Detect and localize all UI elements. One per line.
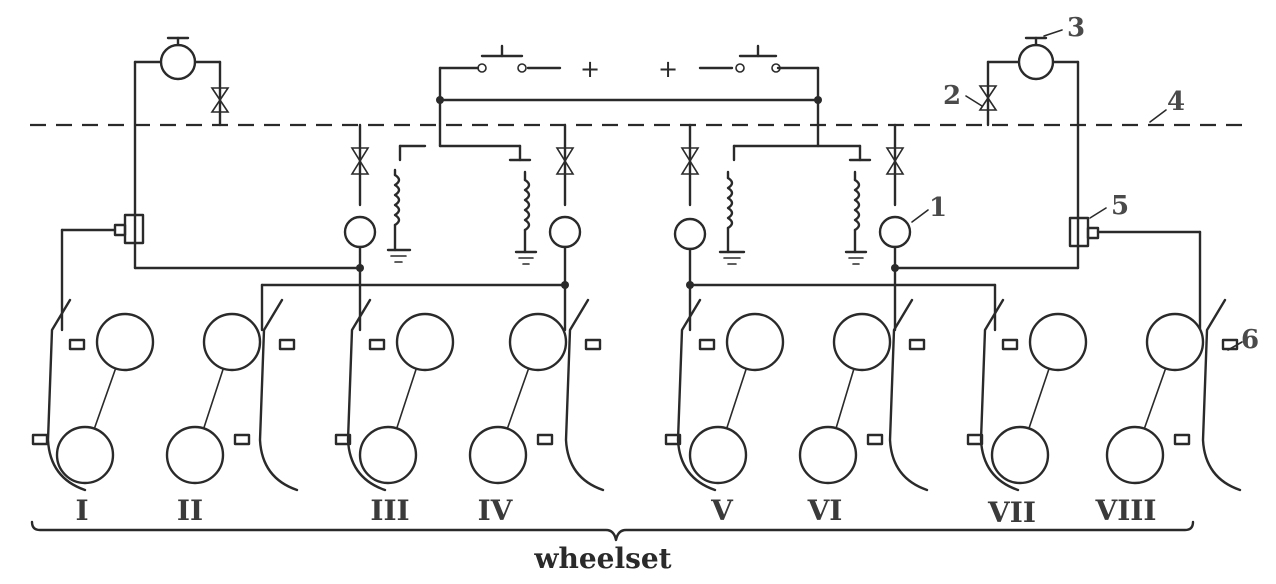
callout-6: 6 bbox=[1241, 325, 1259, 355]
wheel-bottom-2 bbox=[165, 425, 225, 485]
wheelset-label-4: IV bbox=[478, 494, 514, 527]
wheelset-label-2: II bbox=[177, 494, 203, 527]
sand-nozzle-top-4 bbox=[584, 338, 602, 351]
polarity-plus-left: + bbox=[580, 55, 600, 83]
wheel-top-4 bbox=[508, 312, 568, 372]
wheel-bottom-1 bbox=[55, 425, 115, 485]
sand-nozzle-top-6 bbox=[908, 338, 926, 351]
callout-5: 5 bbox=[1111, 191, 1129, 221]
sand-nozzle-bottom-2 bbox=[233, 433, 251, 446]
wheel-top-8 bbox=[1145, 312, 1205, 372]
callout-2: 2 bbox=[943, 81, 961, 111]
sand-nozzle-top-5 bbox=[698, 338, 716, 351]
wheelset-brace bbox=[30, 520, 1195, 542]
wheel-bottom-5 bbox=[688, 425, 748, 485]
wheelset-label-7: VII bbox=[987, 496, 1036, 529]
sand-nozzle-top-8 bbox=[1221, 338, 1239, 351]
epv-right-b bbox=[878, 123, 912, 332]
epv-right-a bbox=[673, 123, 707, 332]
wheel-top-3 bbox=[395, 312, 455, 372]
sand-pipe-5 bbox=[676, 298, 717, 492]
wheel-bottom-8 bbox=[1105, 425, 1165, 485]
wheel-bottom-3 bbox=[358, 425, 418, 485]
sand-pipe-6 bbox=[888, 298, 929, 492]
wheel-group-6 bbox=[798, 298, 929, 492]
wheelset-groups bbox=[31, 298, 1242, 492]
sand-nozzle-bottom-8 bbox=[1173, 433, 1191, 446]
sand-nozzle-bottom-4 bbox=[536, 433, 554, 446]
wheelset-label-6: VI bbox=[807, 494, 843, 527]
relay-valve-left bbox=[60, 213, 362, 332]
wheel-group-4 bbox=[468, 298, 605, 492]
wheel-top-6 bbox=[832, 312, 892, 372]
wheel-group-5 bbox=[664, 298, 785, 492]
gauge-valve-top-left bbox=[133, 36, 230, 270]
wheel-top-1 bbox=[95, 312, 155, 372]
sand-nozzle-bottom-7 bbox=[966, 433, 984, 446]
epv-left-a bbox=[343, 123, 377, 332]
wheel-bottom-4 bbox=[468, 425, 528, 485]
caption-wheelset: wheelset bbox=[533, 542, 671, 575]
sand-pipe-3 bbox=[346, 298, 387, 492]
sand-nozzle-bottom-6 bbox=[866, 433, 884, 446]
sand-nozzle-bottom-5 bbox=[664, 433, 682, 446]
sand-nozzle-top-7 bbox=[1001, 338, 1019, 351]
wheelset-label-3: III bbox=[370, 494, 409, 527]
wheelset-labels: I II III IV V VI VII VIII bbox=[75, 494, 1156, 529]
wheel-bottom-6 bbox=[798, 425, 858, 485]
electrical-bus bbox=[436, 66, 822, 148]
sand-nozzle-top-1 bbox=[68, 338, 86, 351]
wheel-group-3 bbox=[334, 298, 455, 492]
epv-left-b bbox=[548, 123, 582, 332]
wheel-group-8 bbox=[1105, 298, 1242, 492]
wheel-group-7 bbox=[966, 298, 1088, 492]
sand-pipe-2 bbox=[258, 298, 299, 492]
sand-pipe-8 bbox=[1201, 298, 1242, 492]
gauge-valve-top-right bbox=[978, 36, 1080, 270]
wheelset-label-5: V bbox=[710, 494, 734, 527]
sand-nozzle-top-3 bbox=[368, 338, 386, 351]
callout-3: 3 bbox=[1067, 13, 1085, 43]
callouts: 1 2 3 4 5 6 bbox=[911, 13, 1259, 355]
push-button-left bbox=[477, 44, 527, 73]
sand-nozzle-bottom-3 bbox=[334, 433, 352, 446]
wheelset-label-8: VIII bbox=[1094, 494, 1156, 527]
callout-1: 1 bbox=[929, 193, 947, 223]
push-button-right bbox=[735, 44, 781, 73]
wheel-bottom-7 bbox=[990, 425, 1050, 485]
contactor-right bbox=[718, 144, 872, 265]
contactor-left bbox=[386, 144, 538, 265]
wheel-top-7 bbox=[1028, 312, 1088, 372]
wheel-group-1 bbox=[31, 298, 155, 492]
wheel-top-2 bbox=[202, 312, 262, 372]
callout-4: 4 bbox=[1167, 87, 1185, 117]
polarity-plus-right: + bbox=[658, 55, 678, 83]
relay-valve-right bbox=[893, 216, 1202, 332]
wheelset-label-1: I bbox=[75, 494, 88, 527]
wheel-top-5 bbox=[725, 312, 785, 372]
wheel-group-2 bbox=[165, 298, 299, 492]
sand-nozzle-bottom-1 bbox=[31, 433, 49, 446]
sand-pipe-4 bbox=[564, 298, 605, 492]
sand-nozzle-top-2 bbox=[278, 338, 296, 351]
